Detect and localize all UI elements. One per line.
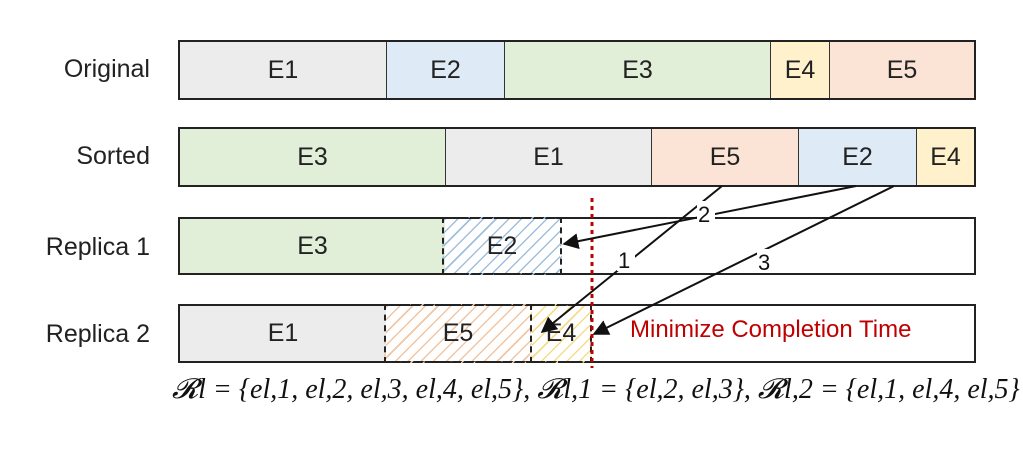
sorted-segment-e4: E4: [917, 129, 974, 185]
sorted-segment-e3: E3: [180, 129, 446, 185]
original-segment-e1: E1: [180, 42, 387, 98]
row-label-replica-1: Replica 1: [45, 233, 150, 261]
arrow-3-label: 3: [758, 250, 770, 275]
sorted-segment-e5: E5: [652, 129, 799, 185]
original-segment-e5: E5: [830, 42, 974, 98]
arrow-3: [592, 185, 895, 335]
replica-1-bar: E3: [178, 217, 976, 275]
replica-2-segment-e1: E1: [180, 306, 386, 361]
original-bar: E1 E2 E3 E4 E5: [178, 40, 976, 100]
original-segment-e4: E4: [771, 42, 830, 98]
row-label-sorted: Sorted: [76, 142, 150, 170]
sorted-segment-e1: E1: [446, 129, 652, 185]
original-segment-e3: E3: [505, 42, 771, 98]
set-formula: 𝓡l = {el,1, el,2, el,3, el,4, el,5}, 𝓡l,…: [172, 374, 1020, 405]
sorted-bar: E3 E1 E5 E2 E4: [178, 127, 976, 187]
arrow-2-label: 2: [698, 202, 710, 227]
row-label-replica-2: Replica 2: [45, 320, 150, 348]
replica-1-segment-e3: E3: [180, 219, 445, 273]
original-segment-e2: E2: [387, 42, 505, 98]
arrow-1-label: 1: [618, 248, 630, 273]
row-label-original: Original: [63, 55, 150, 83]
completion-time-caption: Minimize Completion Time: [630, 316, 912, 343]
replica-2-segment-e4: E4: [530, 304, 592, 363]
replica-1-segment-e2: E2: [442, 217, 562, 275]
sorted-segment-e2: E2: [799, 129, 917, 185]
